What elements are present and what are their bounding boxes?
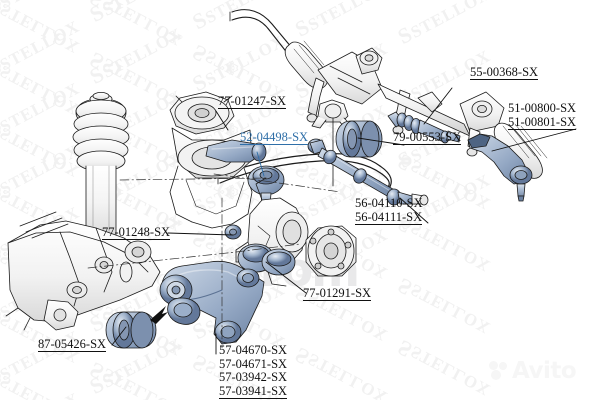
insertion-arrow [150,306,168,324]
avito-logo-icon [489,361,509,381]
label-55-00368-sx: 55-00368-SX [470,65,539,80]
outer-tie-rod-end-part [467,133,533,202]
label-77-01247-sx: 77-01247-SX [218,94,287,109]
lower-ball-joint-part [237,243,296,276]
stabilizer-link-part [307,138,429,206]
label-group-tie-rod-ends: 51-00800-SX 51-00801-SX [508,101,577,130]
label-51-00800-sx: 51-00800-SX [508,101,577,115]
label-group-stabilizer-links: 56-04110-SX 56-04111-SX [355,196,423,225]
leader-lines [111,87,577,355]
label-57-03941-sx: 57-03941-SX [219,383,288,399]
label-57-03942-sx: 57-03942-SX [219,370,288,384]
wheel-hub [305,225,357,277]
inner-tie-rod-part [387,111,461,144]
label-77-01248-sx: 77-01248-SX [102,225,171,240]
label-87-05426-sx: 87-05426-SX [38,337,107,352]
label-52-04498-sx: 52-04498-SX [240,130,309,145]
lower-control-arm-part [159,260,265,345]
stabilizer-bar-bushing-part [335,120,383,158]
avito-wordmark: Avito [512,358,577,384]
assembly-axis-lines [87,177,301,349]
label-57-04670-sx: 57-04670-SX [219,343,288,357]
label-56-04111-sx: 56-04111-SX [355,209,423,225]
label-79-00553-sx: 79-00553-SX [393,130,462,145]
steering-rack-assembly [229,9,548,179]
avito-watermark: Avito [489,358,577,384]
label-77-01291-sx: 77-01291-SX [303,286,372,301]
label-57-04671-sx: 57-04671-SX [219,356,288,371]
label-51-00801-sx: 51-00801-SX [508,114,577,130]
label-56-04110-sx: 56-04110-SX [355,196,423,210]
label-group-control-arms: 57-04670-SX 57-04671-SX 57-03942-SX 57-0… [219,343,288,399]
front-subframe [5,211,161,331]
